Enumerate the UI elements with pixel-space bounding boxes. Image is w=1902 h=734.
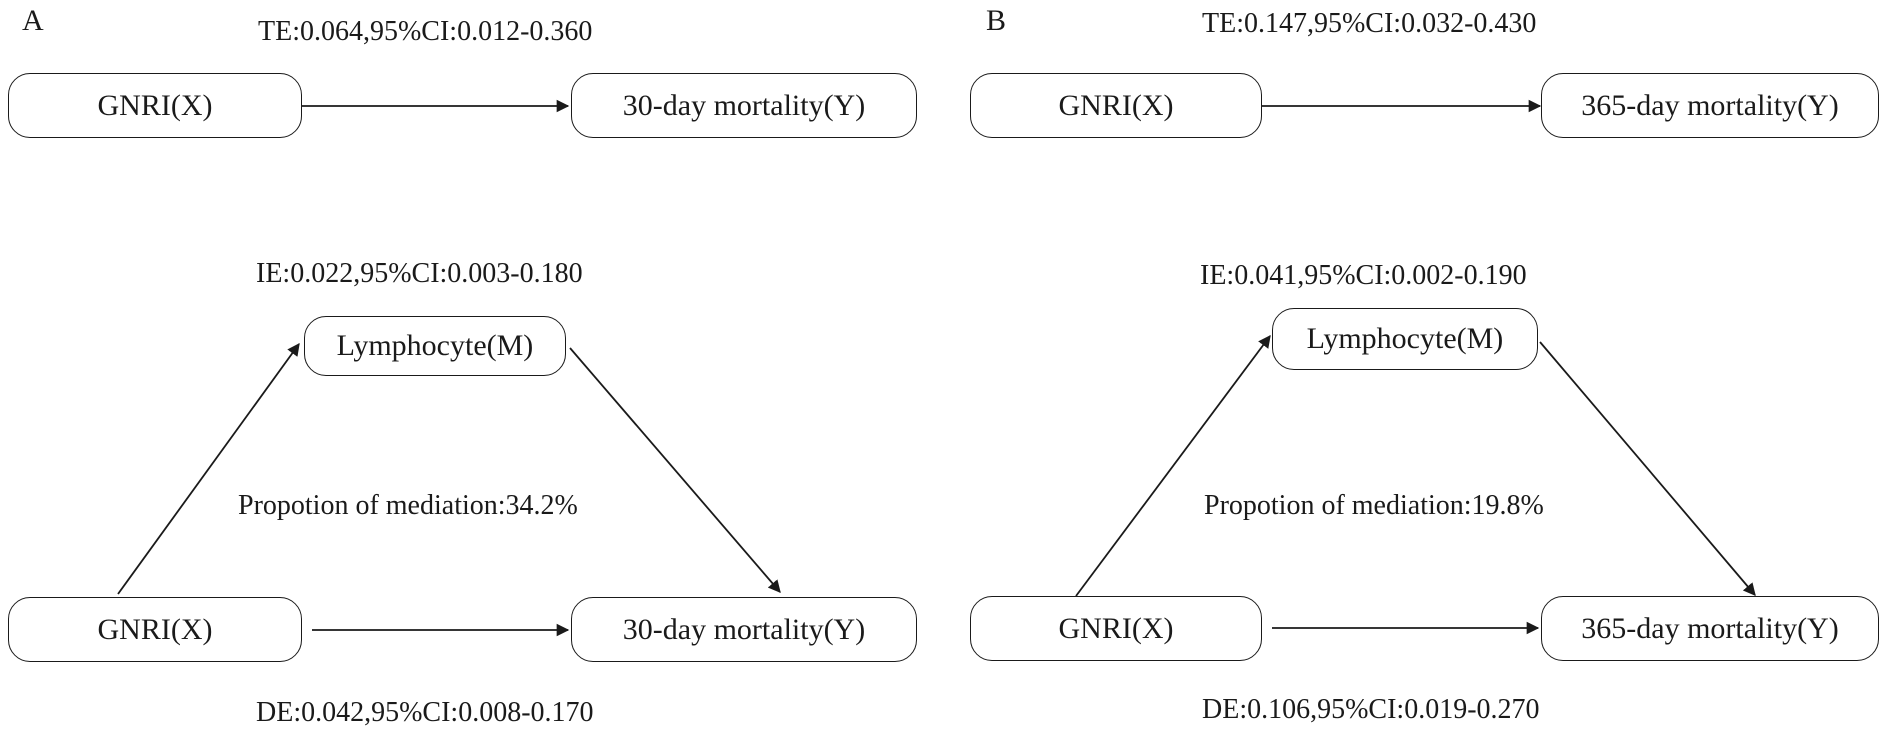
exposure-node: GNRI(X) bbox=[8, 73, 302, 138]
direct-effect-label: DE:0.106,95%CI:0.019-0.270 bbox=[1202, 694, 1540, 725]
direct-effect-label: DE:0.042,95%CI:0.008-0.170 bbox=[256, 697, 594, 728]
exposure-node: GNRI(X) bbox=[8, 597, 302, 662]
exposure-node: GNRI(X) bbox=[970, 596, 1262, 661]
mediator-node: Lymphocyte(M) bbox=[304, 316, 566, 376]
exposure-to-mediator-arrow bbox=[117, 342, 300, 595]
exposure-to-mediator-arrow bbox=[1075, 334, 1271, 597]
panel-label: B bbox=[986, 4, 1007, 37]
mediation-diagram-365-day: B TE:0.147,95%CI:0.032-0.430 GNRI(X) 365… bbox=[960, 0, 1902, 734]
indirect-effect-label: IE:0.041,95%CI:0.002-0.190 bbox=[1200, 260, 1527, 291]
arrows-layer bbox=[1075, 99, 1756, 635]
mediator-to-outcome-arrow bbox=[1539, 341, 1756, 596]
exposure-node: GNRI(X) bbox=[970, 73, 1262, 138]
total-effect-label: TE:0.064,95%CI:0.012-0.360 bbox=[258, 16, 593, 47]
arrows-layer bbox=[117, 99, 781, 637]
outcome-node: 365-day mortality(Y) bbox=[1541, 596, 1879, 661]
total-effect-label: TE:0.147,95%CI:0.032-0.430 bbox=[1202, 8, 1537, 39]
indirect-effect-label: IE:0.022,95%CI:0.003-0.180 bbox=[256, 258, 583, 289]
panel-label: A bbox=[22, 4, 44, 37]
outcome-node: 30-day mortality(Y) bbox=[571, 597, 917, 662]
mediation-proportion-label: Propotion of mediation:34.2% bbox=[238, 490, 578, 521]
mediator-node: Lymphocyte(M) bbox=[1272, 308, 1538, 370]
outcome-node: 30-day mortality(Y) bbox=[571, 73, 917, 138]
outcome-node: 365-day mortality(Y) bbox=[1541, 73, 1879, 138]
mediation-diagram-30-day: A TE:0.064,95%CI:0.012-0.360 GNRI(X) 30-… bbox=[8, 4, 917, 728]
mediator-to-outcome-arrow bbox=[569, 347, 781, 593]
mediation-proportion-label: Propotion of mediation:19.8% bbox=[1204, 490, 1544, 521]
